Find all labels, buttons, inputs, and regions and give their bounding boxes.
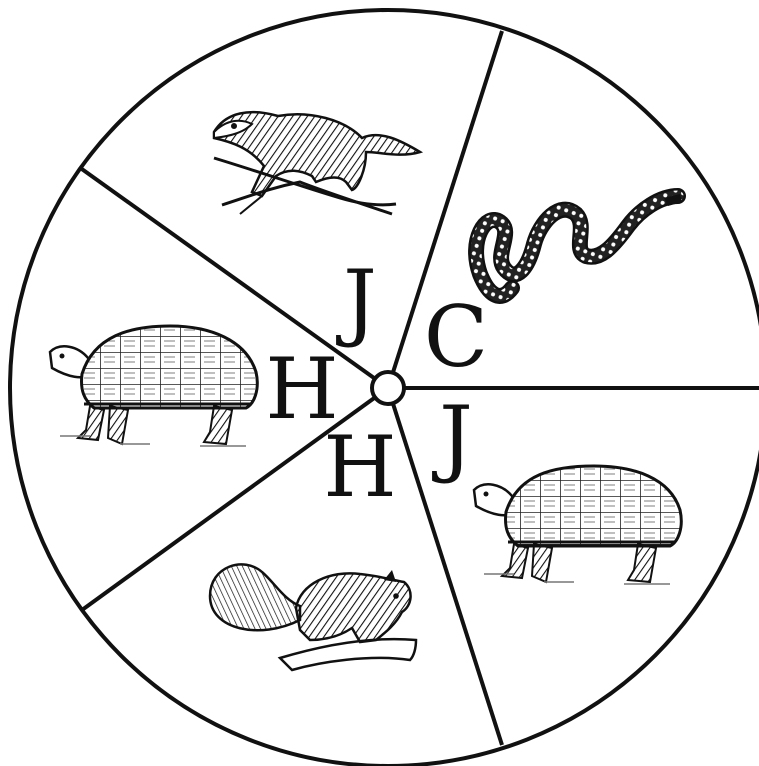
tortoise-icon — [50, 326, 257, 446]
snake-icon — [476, 194, 682, 296]
sector-letter-ferret: J — [335, 252, 377, 350]
tortoise-icon — [474, 466, 681, 584]
sector-letter-tortoise-right: J — [431, 388, 473, 486]
squirrel-icon — [210, 564, 416, 670]
ferret-icon — [214, 112, 420, 214]
sector-letter-snake: C — [424, 288, 488, 386]
sector-letter-tortoise-left: H — [265, 340, 338, 438]
hub — [372, 372, 404, 404]
